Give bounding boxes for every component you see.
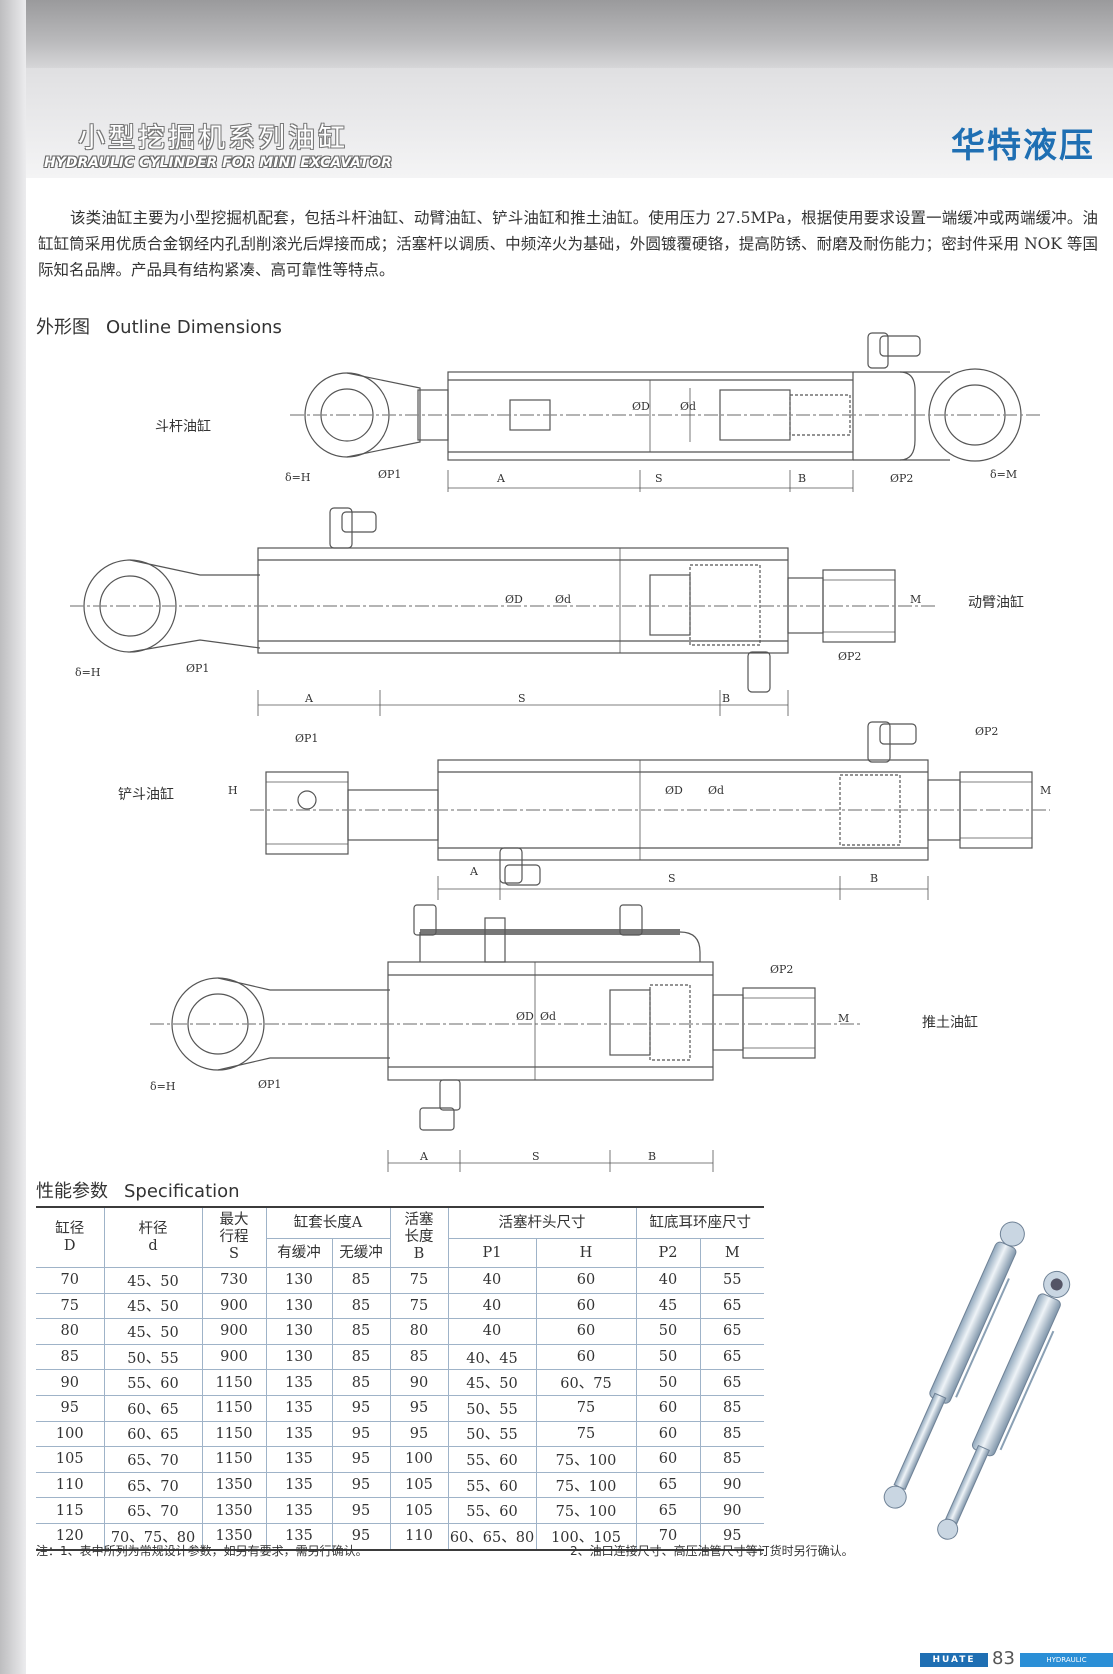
dozer-label-b: B	[648, 1150, 657, 1163]
th-base: 缸底耳环座尺寸	[635, 1206, 764, 1239]
bucket-label-p2: ØP2	[975, 725, 999, 738]
note-1: 注：1、表中所列为常规设计参数，如另有要求，需另行确认。	[36, 1544, 368, 1558]
boom-label-m: M	[910, 593, 922, 606]
dozer-label-a: A	[420, 1150, 428, 1163]
bucket-label-a: A	[470, 865, 478, 878]
boom-label-p1: ØP1	[186, 662, 210, 675]
outline-title-en: Outline Dimensions	[106, 317, 282, 338]
footer-tag: HYDRAULIC	[1020, 1653, 1113, 1667]
stick-label-p2: ØP2	[890, 472, 914, 485]
footer: HUATE 83 HYDRAULIC	[920, 1648, 1113, 1670]
dozer-label-d: Ød	[540, 1010, 557, 1023]
bucket-label-s: S	[668, 872, 676, 885]
boom-label-delta-h: δ=H	[75, 666, 101, 679]
outline-drawings	[70, 332, 1050, 1172]
outline-title-cn: 外形图	[36, 317, 90, 338]
stick-label-D: ØD	[632, 400, 650, 413]
stick-cylinder-name: 斗杆油缸	[155, 419, 211, 435]
spec-title-cn: 性能参数	[36, 1181, 108, 1202]
spec-section-title: 性能参数 Specification	[36, 1177, 240, 1203]
dozer-label-m: M	[838, 1012, 850, 1025]
th-m: M	[699, 1238, 764, 1268]
page-spine-shadow	[0, 0, 26, 1674]
boom-label-d: Ød	[555, 593, 572, 606]
product-photo-cylinders	[883, 1221, 1071, 1540]
boom-label-D: ØD	[505, 593, 523, 606]
stick-label-delta-m: δ=M	[990, 468, 1018, 481]
boom-label-s: S	[518, 692, 526, 705]
stick-label-d: Ød	[680, 400, 697, 413]
outline-section-title: 外形图 Outline Dimensions	[36, 313, 282, 339]
stick-label-delta-h: δ=H	[285, 471, 311, 484]
bucket-cylinder-name: 铲斗油缸	[118, 787, 174, 803]
bucket-label-b: B	[870, 872, 879, 885]
stick-label-s: S	[655, 472, 663, 485]
dozer-label-s: S	[532, 1150, 540, 1163]
drawing-boom-cylinder	[70, 507, 935, 716]
page-subtitle: HYDRAULIC CYLINDER FOR MINI EXCAVATOR	[44, 155, 392, 171]
stick-label-a: A	[497, 472, 505, 485]
th-p2: P2	[635, 1238, 700, 1268]
intro-paragraph: 该类油缸主要为小型挖掘机配套，包括斗杆油缸、动臂油缸、铲斗油缸和推土油缸。使用压…	[38, 209, 1098, 279]
page-number: 83	[992, 1648, 1015, 1669]
bucket-label-m: M	[1040, 784, 1052, 797]
th-h: H	[535, 1238, 636, 1268]
drawing-dozer-cylinder	[150, 904, 860, 1172]
header-banner-top	[0, 0, 1113, 68]
th-sleeve: 缸套长度A	[265, 1206, 390, 1239]
bucket-label-p1: ØP1	[295, 732, 319, 745]
page-title: 小型挖掘机系列油缸	[78, 123, 348, 154]
bucket-label-d: Ød	[708, 784, 725, 797]
boom-cylinder-name: 动臂油缸	[968, 595, 1024, 611]
dozer-label-p2: ØP2	[770, 963, 794, 976]
boom-label-a: A	[305, 692, 313, 705]
spec-title-en: Specification	[124, 1181, 240, 1202]
th-sleeve-cushion: 有缓冲	[265, 1238, 332, 1268]
boom-label-b: B	[722, 692, 731, 705]
dozer-cylinder-name: 推土油缸	[922, 1015, 978, 1031]
drawing-bucket-cylinder	[250, 721, 1050, 900]
bucket-label-h: H	[228, 784, 238, 797]
th-rod-head: 活塞杆头尺寸	[447, 1206, 636, 1239]
dozer-label-D: ØD	[516, 1010, 534, 1023]
bucket-label-D: ØD	[665, 784, 683, 797]
footer-brand: HUATE	[920, 1653, 988, 1667]
th-p1: P1	[447, 1238, 536, 1268]
stick-label-p1: ØP1	[378, 468, 402, 481]
stick-label-b: B	[798, 472, 807, 485]
brand-logo-text: 华特液压	[951, 126, 1095, 166]
boom-label-p2: ØP2	[838, 650, 862, 663]
dozer-label-p1: ØP1	[258, 1078, 282, 1091]
dozer-label-delta-h: δ=H	[150, 1080, 176, 1093]
note-2: 2、油口连接尺寸、高压油管尺寸等订货时另行确认。	[570, 1544, 854, 1558]
drawing-stick-cylinder	[290, 332, 1040, 492]
th-sleeve-nocushion: 无缓冲	[331, 1238, 390, 1268]
